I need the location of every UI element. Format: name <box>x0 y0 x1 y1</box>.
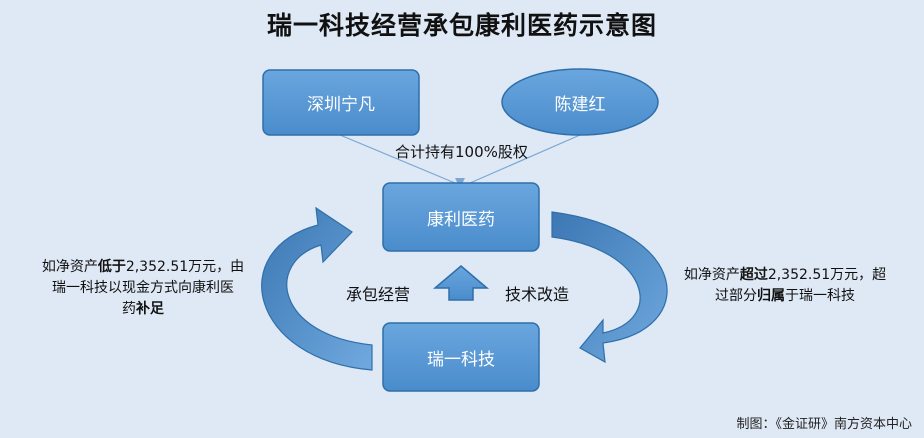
left-note-b2: 补足 <box>136 301 164 317</box>
footer-credit: 制图：《金证研》南方资本中心 <box>736 417 912 432</box>
left-curved-arrow <box>261 206 373 371</box>
right-note-p3: 过部分 <box>715 288 757 304</box>
node-chenjianhong-label: 陈建红 <box>554 94 606 115</box>
node-shenzhen-label: 深圳宁凡 <box>307 95 375 115</box>
left-note: 如净资产低于2,352.51万元，由 瑞一科技以现金方式向康利医 药补足 <box>18 257 268 320</box>
node-kangli-box <box>382 182 540 252</box>
connector-shenzhen <box>339 134 456 184</box>
node-ruiyi-label: 瑞一科技 <box>427 349 495 370</box>
left-note-b1: 低于 <box>97 259 126 275</box>
label-contract: 承包经营 <box>346 285 411 304</box>
label-tech: 技术改造 <box>505 285 570 304</box>
node-kangli-label: 康利医药 <box>427 209 495 230</box>
node-ruiyi-box <box>382 322 540 392</box>
left-note-p4: 药 <box>122 301 136 317</box>
diagram-title: 瑞一科技经营承包康利医药示意图 <box>266 11 657 40</box>
right-note: 如净资产超过2,352.51万元，超 过部分归属于瑞一科技 <box>660 265 910 307</box>
left-note-p2: 2,352.51万元，由 <box>125 259 245 275</box>
right-note-p4: 于瑞一科技 <box>785 288 855 304</box>
node-chenjianhong-ellipse <box>501 68 659 136</box>
left-note-p1: 如净资产 <box>41 259 98 275</box>
right-curved-arrow <box>551 211 668 364</box>
right-note-p2: 2,352.51万元，超 <box>767 267 887 283</box>
connector-chenjianhong <box>469 134 581 184</box>
up-arrow <box>432 265 490 301</box>
node-shenzhen-box <box>262 69 420 136</box>
right-note-p1: 如净资产 <box>683 267 740 283</box>
left-note-p3: 瑞一科技以现金方式向康利医 <box>52 280 234 296</box>
right-note-b2: 归属 <box>757 288 785 304</box>
share-label: 合计持有100%股权 <box>395 143 528 161</box>
right-note-b1: 超过 <box>739 267 768 283</box>
